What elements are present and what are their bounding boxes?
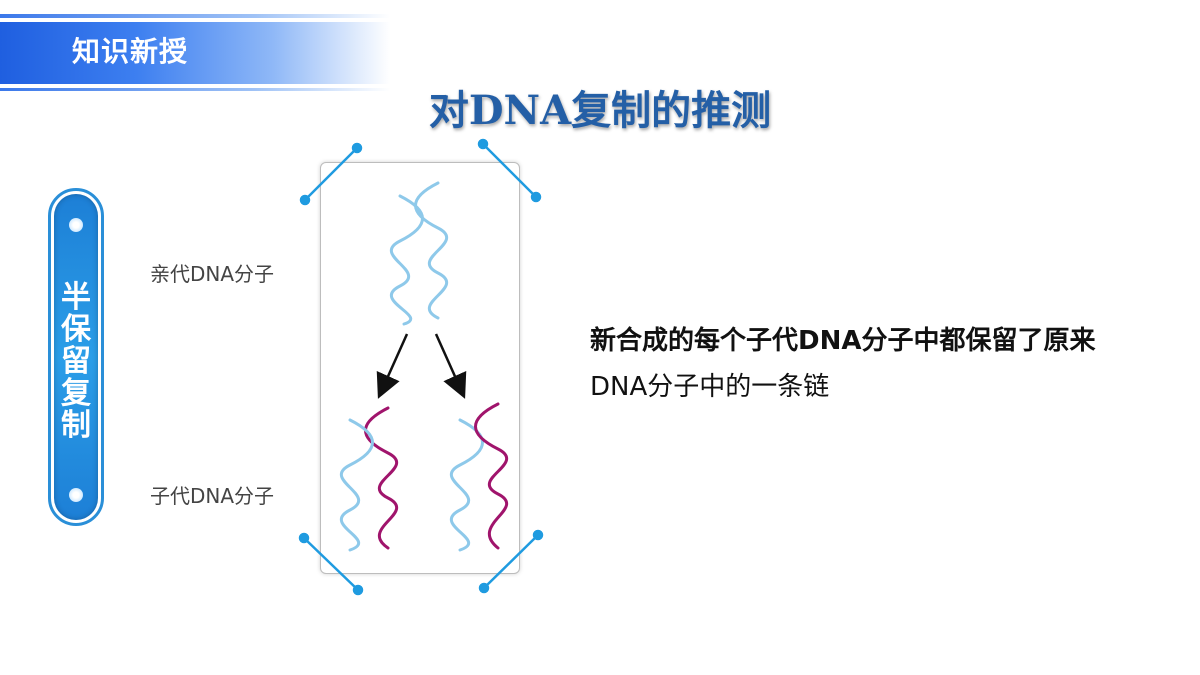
- header-line-bottom: [0, 88, 390, 91]
- section-label: 知识新授: [72, 35, 189, 68]
- conclusion-text: 新合成的每个子代DNA分子中都保留了原来 DNA分子中的一条链: [590, 318, 1150, 410]
- parent-strand-a: [414, 181, 448, 320]
- daughter-left-old-strand: [340, 418, 374, 552]
- diagram-frame: [320, 162, 520, 574]
- daughter-dna-left: [340, 406, 398, 552]
- daughter-left-new-strand: [364, 406, 398, 550]
- parent-dna-label: 亲代DNA分子: [150, 262, 275, 286]
- pill-dot-top-icon: [69, 218, 83, 232]
- daughter-right-old-strand: [450, 418, 484, 552]
- parent-dna-molecule: [390, 181, 448, 326]
- split-arrow-left: [376, 333, 409, 399]
- conclusion-line-2: DNA分子中的一条链: [590, 372, 830, 402]
- side-pill-label: 半 保 留 复 制: [61, 280, 91, 443]
- daughter-dna-right: [450, 402, 508, 552]
- daughter-dna-label: 子代DNA分子: [150, 484, 275, 508]
- section-banner: [0, 22, 390, 84]
- pill-dot-bottom-icon: [69, 488, 83, 502]
- parent-strand-b: [390, 194, 424, 326]
- corner-connectors: [298, 138, 544, 596]
- split-arrow-right: [434, 333, 467, 399]
- header-line-top: [0, 14, 390, 18]
- page-title: 对DNA复制的推测: [428, 87, 772, 134]
- side-pill: [54, 194, 98, 520]
- daughter-right-new-strand: [474, 402, 508, 550]
- conclusion-line-1: 新合成的每个子代DNA分子中都保留了原来: [590, 326, 1096, 356]
